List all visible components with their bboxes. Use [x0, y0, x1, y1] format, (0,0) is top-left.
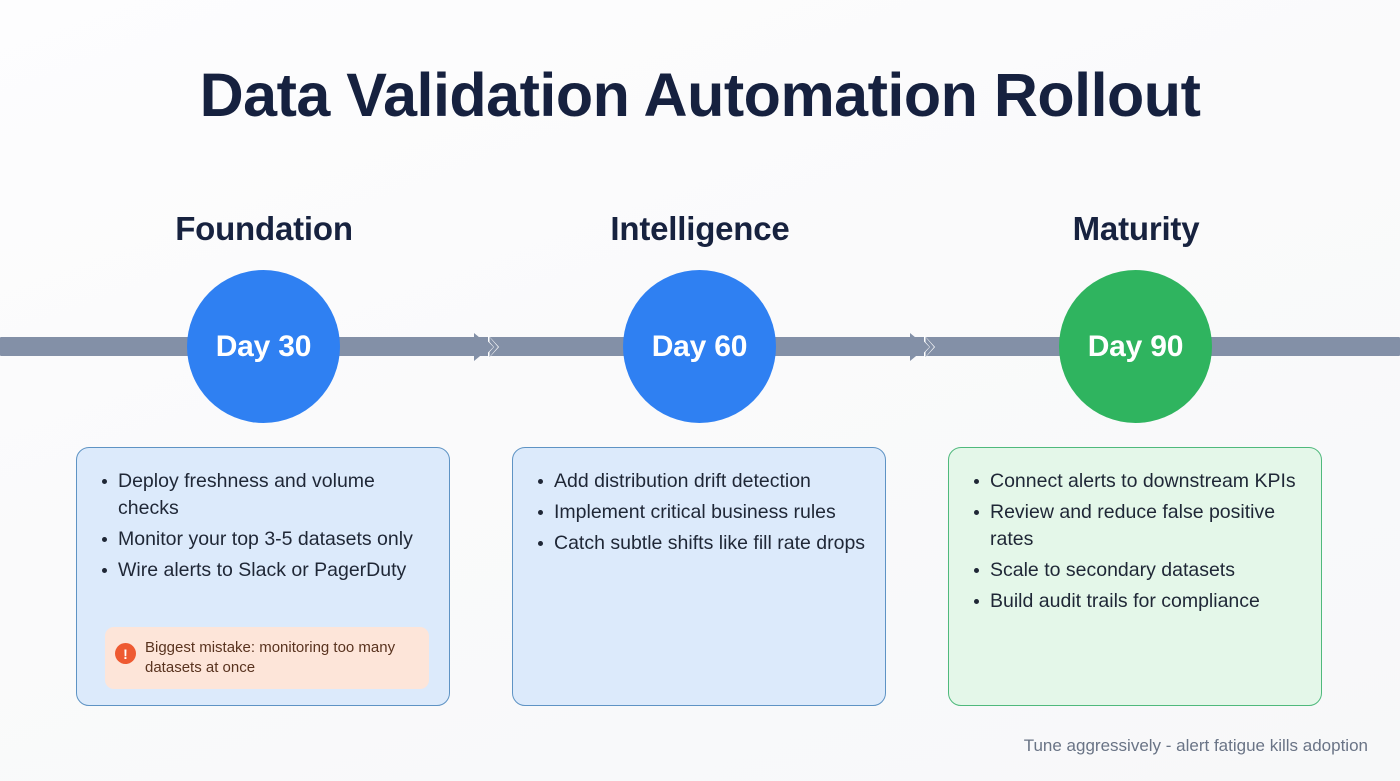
- bullet-list: Connect alerts to downstream KPIs Review…: [963, 468, 1303, 619]
- stage-card-foundation: Deploy freshness and volume checks Monit…: [76, 447, 450, 706]
- stage-heading: Foundation: [175, 210, 353, 247]
- milestone-label: Day 30: [215, 329, 312, 363]
- warning-callout: ! Biggest mistake: monitoring too many d…: [105, 627, 429, 689]
- list-item: Monitor your top 3-5 datasets only: [91, 526, 431, 553]
- chevron-right-arrow-icon: [462, 326, 504, 368]
- milestone-label: Day 60: [651, 329, 748, 363]
- list-item: Deploy freshness and volume checks: [91, 468, 431, 522]
- milestone-badge-day-60[interactable]: Day 60: [623, 270, 776, 423]
- stage-column-foundation: Foundation Day 30 Deploy freshness and v…: [76, 0, 452, 781]
- list-item: Wire alerts to Slack or PagerDuty: [91, 557, 431, 584]
- list-item: Build audit trails for compliance: [963, 588, 1303, 615]
- list-item: Connect alerts to downstream KPIs: [963, 468, 1303, 495]
- chevron-right-arrow-icon: [898, 326, 940, 368]
- bullet-list: Deploy freshness and volume checks Monit…: [91, 468, 431, 588]
- stage-heading: Maturity: [1072, 210, 1200, 247]
- milestone-badge-day-90[interactable]: Day 90: [1059, 270, 1212, 423]
- list-item: Scale to secondary datasets: [963, 557, 1303, 584]
- list-item: Catch subtle shifts like fill rate drops: [527, 530, 867, 557]
- bullet-list: Add distribution drift detection Impleme…: [527, 468, 867, 561]
- list-item: Add distribution drift detection: [527, 468, 867, 495]
- stage-heading: Intelligence: [610, 210, 790, 247]
- milestone-badge-day-30[interactable]: Day 30: [187, 270, 340, 423]
- footer-note: Tune aggressively - alert fatigue kills …: [1023, 736, 1368, 755]
- stage-column-intelligence: Intelligence Day 60 Add distribution dri…: [512, 0, 888, 781]
- page-title: Data Validation Automation Rollout: [199, 61, 1201, 129]
- list-item: Implement critical business rules: [527, 499, 867, 526]
- stage-card-maturity: Connect alerts to downstream KPIs Review…: [948, 447, 1322, 706]
- exclamation-circle-icon: !: [115, 643, 136, 664]
- list-item: Review and reduce false positive rates: [963, 499, 1303, 553]
- stage-card-intelligence: Add distribution drift detection Impleme…: [512, 447, 886, 706]
- milestone-label: Day 90: [1087, 329, 1184, 363]
- stage-column-maturity: Maturity Day 90 Connect alerts to downst…: [948, 0, 1324, 781]
- warning-text: Biggest mistake: monitoring too many dat…: [145, 639, 396, 676]
